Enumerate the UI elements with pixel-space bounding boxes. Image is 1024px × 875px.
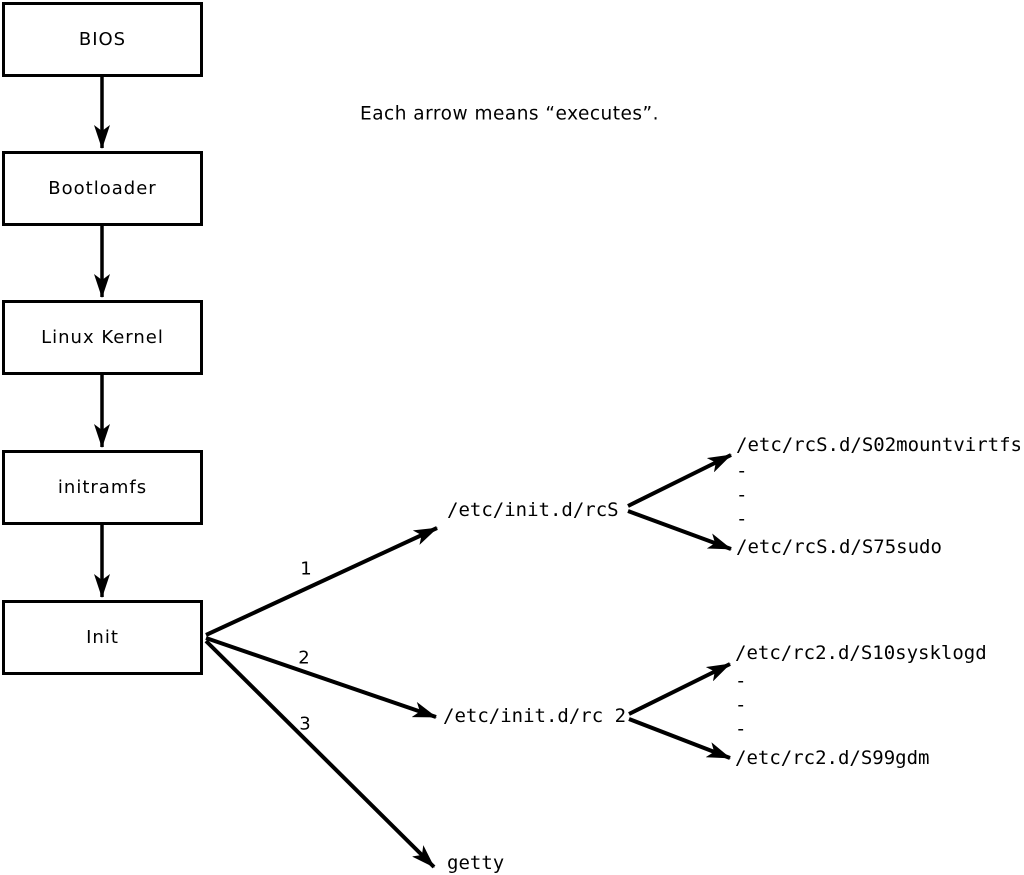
path-rc2-d-S10sysklogd: /etc/rc2.d/S10sysklogd [735, 642, 987, 664]
rc2-d-ellipsis-dash: - [735, 670, 747, 692]
box-init: Init [2, 600, 203, 675]
box-bootloader: Bootloader [2, 151, 203, 226]
branch-2-number: 2 [298, 647, 310, 669]
box-bootloader-label: Bootloader [48, 178, 157, 199]
branch-1-number: 1 [300, 558, 312, 580]
box-initramfs: initramfs [2, 450, 203, 525]
box-linux-kernel-label: Linux Kernel [41, 327, 164, 348]
box-bios: BIOS [2, 2, 203, 77]
path-rcS-d-S02mountvirtfs: /etc/rcS.d/S02mountvirtfs [736, 434, 1022, 456]
path-init-d-rc-2: /etc/init.d/rc 2 [443, 705, 627, 727]
arrow-rcS-to-S75sudo [627, 509, 732, 551]
legend-note: Each arrow means “executes”. [360, 103, 659, 125]
box-linux-kernel: Linux Kernel [2, 300, 203, 375]
rc2-d-ellipsis-dash: - [735, 694, 747, 716]
box-bios-label: BIOS [78, 29, 127, 50]
rc2-d-ellipsis-dash: - [735, 718, 747, 740]
rcS-d-ellipsis-dash: - [736, 460, 748, 482]
path-rc2-d-S99gdm: /etc/rc2.d/S99gdm [735, 747, 930, 769]
arrow-rcS-to-S02mountvirtfs [627, 453, 732, 508]
rcS-d-ellipsis-dash: - [736, 508, 748, 530]
branch-3-number: 3 [299, 713, 311, 735]
rcS-d-ellipsis-dash: - [736, 484, 748, 506]
path-rcS-d-S75sudo: /etc/rcS.d/S75sudo [736, 536, 942, 558]
arrow-rc2-to-S99gdm [628, 717, 731, 760]
arrow-rc2-to-S10sysklogd [628, 662, 731, 716]
box-initramfs-label: initramfs [57, 477, 148, 498]
path-getty: getty [447, 852, 505, 874]
arrow-init-to-rc2 [205, 636, 437, 719]
path-init-d-rcS: /etc/init.d/rcS [447, 499, 619, 521]
box-init-label: Init [86, 627, 119, 648]
arrow-init-to-rcS [205, 526, 438, 637]
arrow-init-to-getty [204, 639, 436, 869]
